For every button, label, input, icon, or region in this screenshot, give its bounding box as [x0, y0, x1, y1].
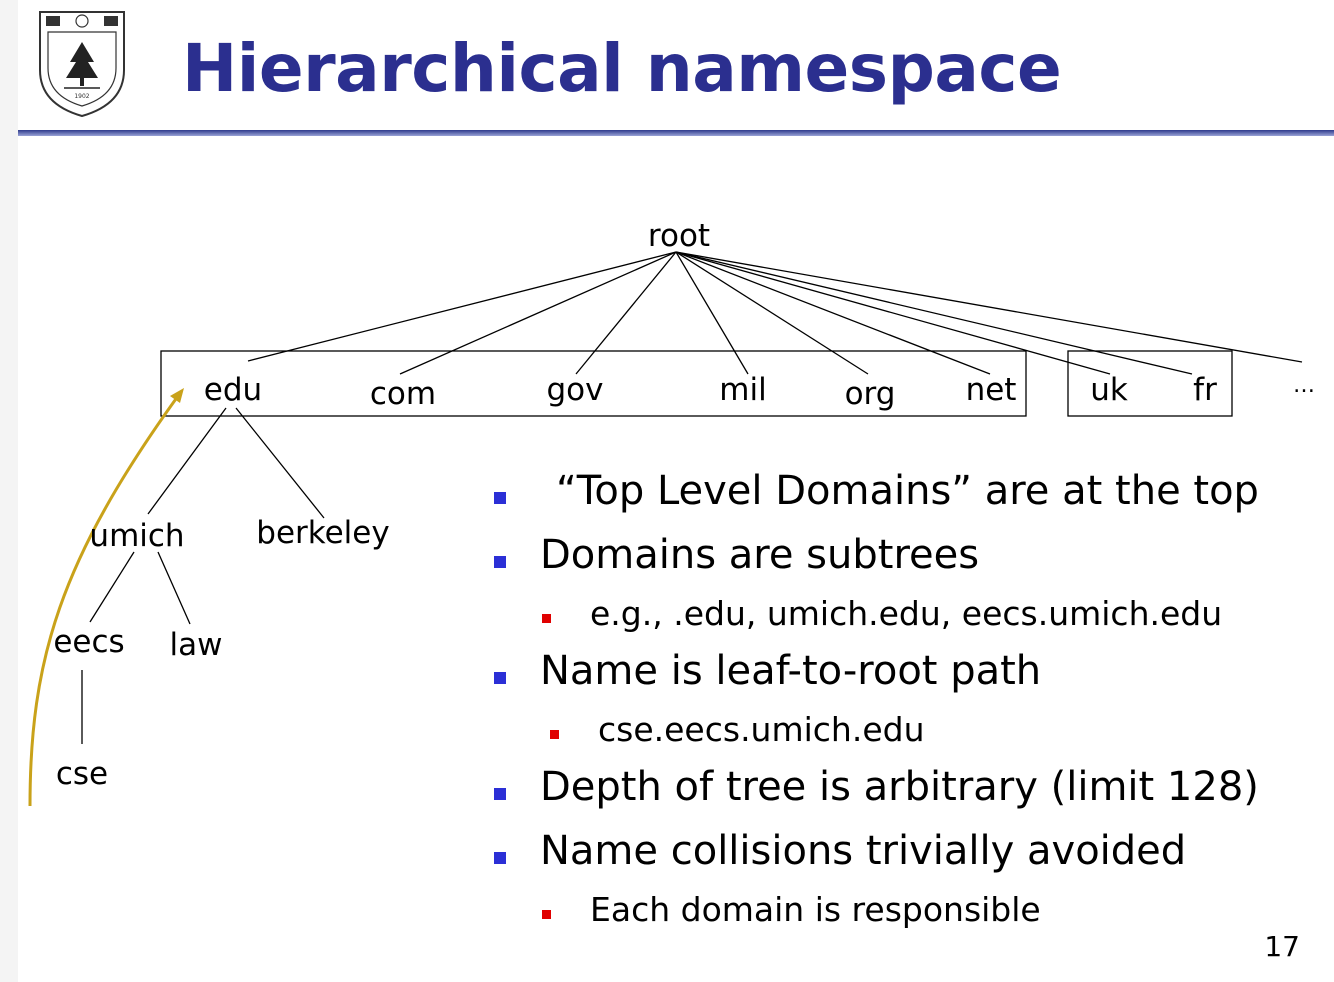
- tree-node-tld: mil: [719, 372, 766, 408]
- tree-node-tld: edu: [204, 372, 262, 408]
- bullet-text: Depth of tree is arbitrary (limit 128): [540, 764, 1259, 810]
- slide-title: Hierarchical namespace: [182, 30, 1062, 107]
- tree-node-root: root: [648, 218, 710, 254]
- bullet-text: “Top Level Domains” are at the top: [556, 468, 1259, 514]
- sub-bullet-text: cse.eecs.umich.edu: [598, 710, 925, 749]
- sub-bullet-text: e.g., .edu, umich.edu, eecs.umich.edu: [590, 594, 1223, 633]
- bullet-marker: [494, 672, 506, 684]
- sub-bullet-text: Each domain is responsible: [590, 890, 1041, 929]
- tree-node-eecs: eecs: [53, 624, 124, 660]
- header-divider: [18, 130, 1334, 136]
- svg-text:1902: 1902: [74, 93, 89, 100]
- tree-node-cse: cse: [56, 756, 108, 792]
- university-seal-logo: 1902: [39, 11, 125, 118]
- page-number: 17: [1264, 930, 1300, 963]
- tld-group-box-generic: [160, 350, 1027, 417]
- slide-left-margin: [0, 0, 18, 982]
- tree-edges: [81, 251, 1303, 744]
- bullet-marker: [494, 492, 506, 504]
- tree-node-ellipsis: …: [1293, 373, 1315, 398]
- bullet-marker: [494, 852, 506, 864]
- tree-node-umich: umich: [89, 518, 184, 554]
- bullet-text: Domains are subtrees: [540, 532, 980, 578]
- tree-node-tld: uk: [1090, 372, 1128, 408]
- tree-node-tld: fr: [1193, 372, 1217, 408]
- sub-bullet-marker: [550, 730, 559, 739]
- bullet-text: Name is leaf-to-root path: [540, 648, 1042, 694]
- tree-node-tld: com: [370, 376, 436, 412]
- tld-group-box-country: [1067, 350, 1233, 417]
- leaf-to-root-arrow: [28, 395, 180, 807]
- sub-bullet-marker: [542, 910, 551, 919]
- sub-bullet-marker: [542, 614, 551, 623]
- arrow-head: [170, 388, 184, 403]
- bullet-marker: [494, 556, 506, 568]
- tree-node-berkeley: berkeley: [256, 515, 389, 551]
- tree-node-tld: gov: [547, 372, 604, 408]
- tree-node-tld: net: [966, 372, 1017, 408]
- bullet-marker: [494, 788, 506, 800]
- tree-node-tld: org: [845, 376, 896, 412]
- tree-node-law: law: [170, 627, 223, 663]
- bullet-text: Name collisions trivially avoided: [540, 828, 1187, 874]
